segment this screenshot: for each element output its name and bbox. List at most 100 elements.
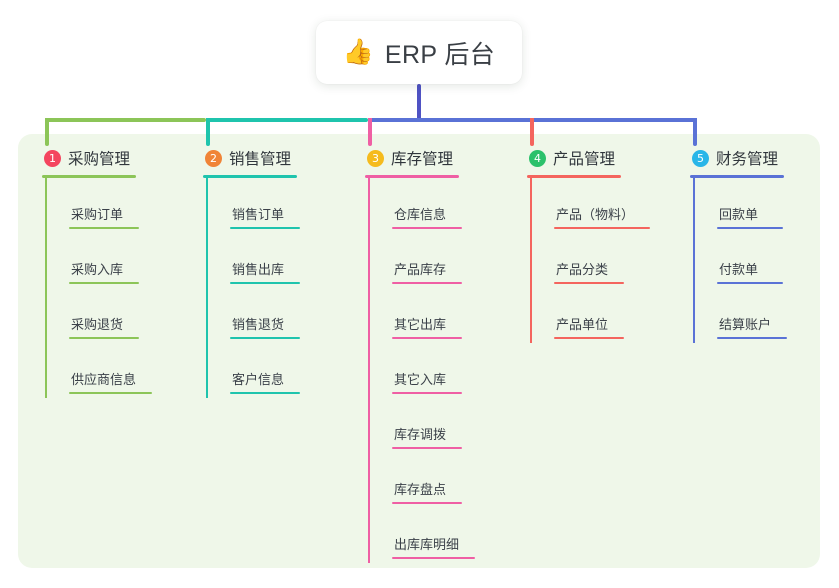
menu-item-label: 库存盘点 [394,482,447,497]
menu-item-rule [717,282,783,284]
menu-item-rule [717,337,787,339]
menu-item-label: 库存调拨 [394,427,447,442]
column-header-3[interactable]: 3 库存管理 [365,146,525,170]
column-header-1[interactable]: 1 采购管理 [42,146,202,170]
menu-item[interactable]: 库存调拨 [392,398,525,453]
column-2: 2 销售管理销售订单销售出库销售退货客户信息 [203,146,363,398]
column-badge-5: 5 [692,149,709,167]
connector-bus-segment-2 [206,118,368,122]
column-spine-5 [693,178,695,343]
menu-item[interactable]: 产品库存 [392,233,525,288]
menu-item-label: 其它入库 [394,372,447,387]
menu-item-rule [392,447,462,449]
column-items-2: 销售订单销售出库销售退货客户信息 [203,178,363,398]
menu-item-rule [230,392,300,394]
menu-item-label: 供应商信息 [71,372,137,387]
menu-item[interactable]: 结算账户 [717,288,839,343]
connector-drop-4 [530,118,534,146]
root-title: ERP 后台 [384,40,496,69]
thumbs-up-icon: 👍 [342,38,374,66]
menu-item-label: 销售出库 [232,262,285,277]
column-spine-2 [206,178,208,398]
column-header-2[interactable]: 2 销售管理 [203,146,363,170]
column-items-4: 产品（物料） 产品分类产品单位 [527,178,687,343]
menu-item[interactable]: 付款单 [717,233,839,288]
column-title-5: 财务管理 [716,151,779,168]
column-1: 1 采购管理采购订单采购入库采购退货供应商信息 [42,146,202,398]
menu-item[interactable]: 其它出库 [392,288,525,343]
connector-drop-2 [206,118,210,146]
menu-item[interactable]: 出库库明细 [392,508,525,563]
menu-item-label: 付款单 [719,262,759,277]
menu-item[interactable]: 库存盘点 [392,453,525,508]
column-5: 5 财务管理回款单付款单结算账户 [690,146,839,343]
connector-bus-segment-1 [45,118,206,122]
menu-item[interactable]: 回款单 [717,178,839,233]
column-3: 3 库存管理仓库信息产品库存其它出库其它入库库存调拨库存盘点出库库明细 [365,146,525,563]
column-header-5[interactable]: 5 财务管理 [690,146,839,170]
column-title-2: 销售管理 [229,151,292,168]
menu-item-label: 采购订单 [71,207,124,222]
menu-item-label: 采购退货 [71,317,124,332]
menu-item-label: 销售退货 [232,317,285,332]
menu-item-rule [69,337,139,339]
menu-item-rule [392,337,462,339]
connector-drop-5 [693,118,697,146]
column-rule-1 [42,175,136,178]
column-rule-4 [527,175,621,178]
menu-item-rule [69,392,152,394]
menu-item-rule [69,227,139,229]
column-rule-2 [203,175,297,178]
menu-item[interactable]: 销售退货 [230,288,363,343]
column-title-3: 库存管理 [391,151,454,168]
menu-item-label: 产品单位 [556,317,609,332]
column-rule-5 [690,175,784,178]
column-badge-1: 1 [44,149,61,167]
root-node[interactable]: 👍 ERP 后台 [316,21,522,84]
menu-item-rule [230,337,300,339]
menu-item-rule [392,282,462,284]
menu-item[interactable]: 产品单位 [554,288,687,343]
column-items-1: 采购订单采购入库采购退货供应商信息 [42,178,202,398]
menu-item-label: 仓库信息 [394,207,447,222]
content-panel [18,134,820,568]
column-title-1: 采购管理 [68,151,131,168]
column-items-5: 回款单付款单结算账户 [690,178,839,343]
menu-item[interactable]: 仓库信息 [392,178,525,233]
menu-item-label: 采购入库 [71,262,124,277]
menu-item[interactable]: 销售出库 [230,233,363,288]
root-connector-stem [417,84,421,122]
menu-item-label: 其它出库 [394,317,447,332]
menu-item[interactable]: 客户信息 [230,343,363,398]
menu-item[interactable]: 其它入库 [392,343,525,398]
menu-item[interactable]: 产品分类 [554,233,687,288]
menu-item-label: 结算账户 [719,317,772,332]
column-badge-4: 4 [529,149,546,167]
menu-item[interactable]: 销售订单 [230,178,363,233]
menu-item-label: 回款单 [719,207,759,222]
column-spine-4 [530,178,532,343]
menu-item-label: 出库库明细 [394,537,460,552]
connector-drop-3 [368,118,372,146]
menu-item[interactable]: 产品（物料） [554,178,687,233]
menu-item[interactable]: 采购退货 [69,288,202,343]
menu-item-rule [554,227,650,229]
column-spine-1 [45,178,47,398]
menu-item-rule [392,392,462,394]
column-rule-3 [365,175,459,178]
menu-item[interactable]: 采购订单 [69,178,202,233]
menu-item-rule [392,557,475,559]
menu-item[interactable]: 采购入库 [69,233,202,288]
column-badge-2: 2 [205,149,222,167]
column-spine-3 [368,178,370,563]
menu-item-rule [230,282,300,284]
menu-item-rule [69,282,139,284]
column-items-3: 仓库信息产品库存其它出库其它入库库存调拨库存盘点出库库明细 [365,178,525,563]
menu-item-label: 客户信息 [232,372,285,387]
menu-item-label: 销售订单 [232,207,285,222]
menu-item-label: 产品分类 [556,262,609,277]
column-badge-3: 3 [367,149,384,167]
menu-item[interactable]: 供应商信息 [69,343,202,398]
